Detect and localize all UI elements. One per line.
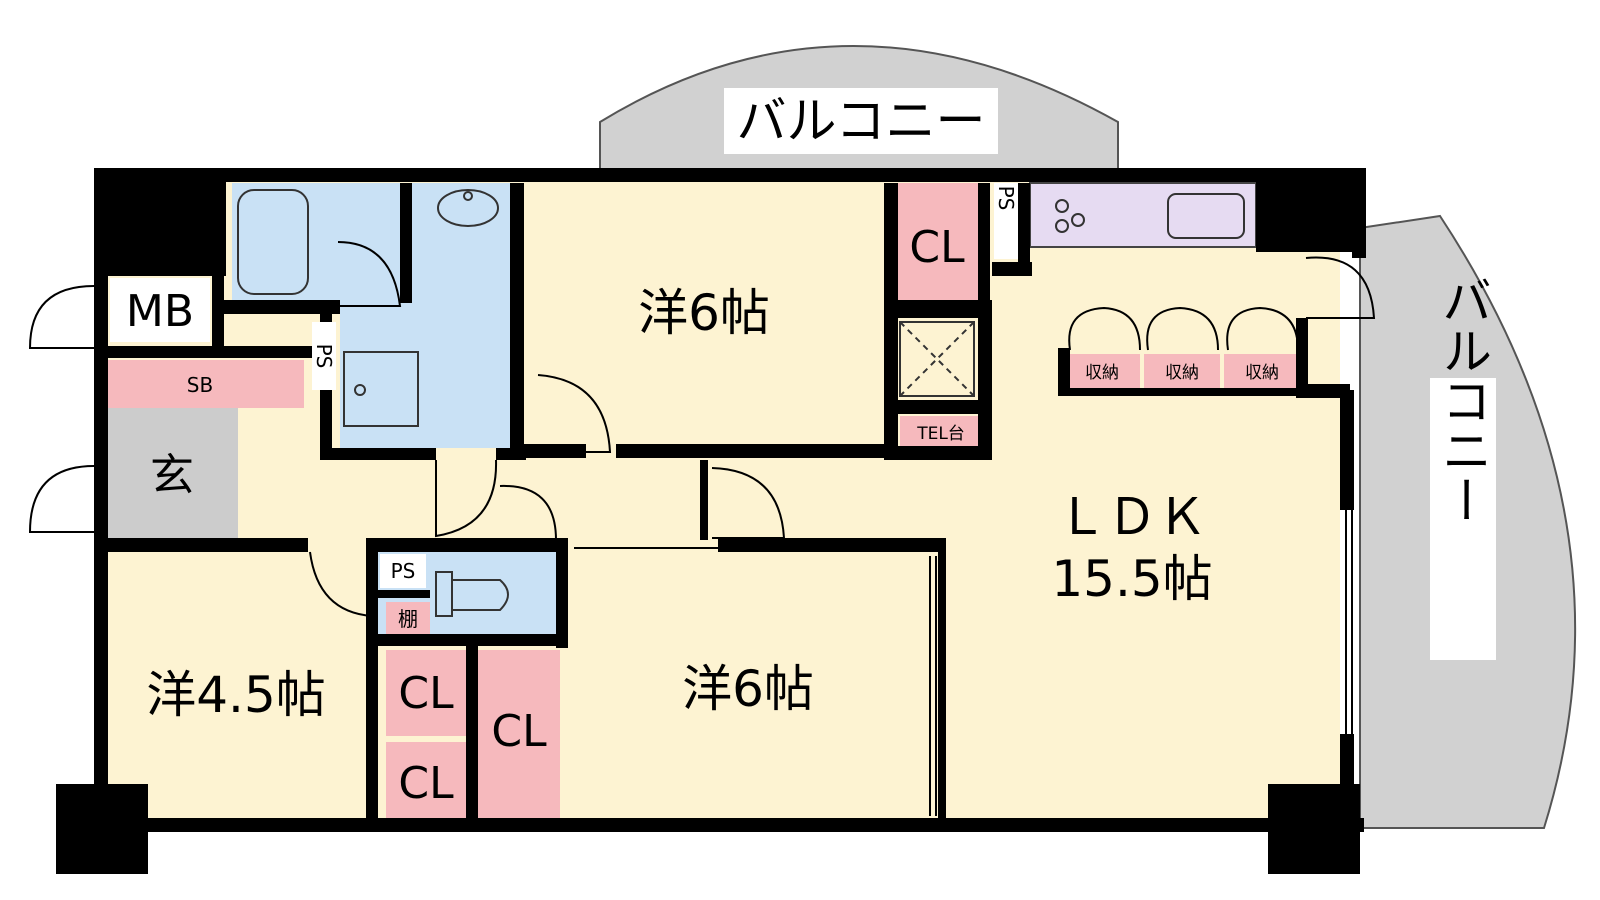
doors [28, 241, 1376, 617]
floor-genkan [108, 408, 238, 538]
balcony-top-label-bg [724, 88, 998, 154]
balcony-top-label: バルコニー [737, 92, 986, 150]
ps-top-left-label: PS [312, 344, 336, 369]
mb-label: MB [126, 286, 194, 337]
closet-left-upper [386, 650, 466, 736]
tana-shelf [386, 602, 430, 634]
balcony-right-label-bg [1430, 378, 1496, 660]
ps-top-left-box [312, 322, 336, 390]
tel-stand [900, 416, 982, 448]
storage-2 [1144, 354, 1220, 388]
storage-1 [1064, 354, 1140, 388]
storage-3-label: 収納 [1245, 363, 1279, 383]
closet-top [896, 183, 978, 305]
walls [56, 168, 1366, 874]
balcony-right-label: バルコニー [1434, 275, 1492, 525]
closet-left-lower [386, 742, 466, 820]
fixtures [237, 189, 1245, 617]
ldk-size-label: 15.5帖 [1051, 550, 1212, 608]
storage-1-label: 収納 [1085, 363, 1119, 383]
ps-toilet-box [380, 554, 426, 588]
floor-washroom [340, 183, 510, 448]
ps-toilet-label: PS [391, 559, 416, 583]
mb-box [110, 278, 210, 342]
ps-top-right-box [994, 183, 1018, 259]
room-top-label: 洋6帖 [638, 284, 770, 342]
sb-label: SB [187, 373, 213, 397]
cl-top-label: CL [909, 222, 965, 273]
tana-label: 棚 [398, 607, 418, 631]
storage-3 [1224, 354, 1300, 388]
shoe-box [108, 360, 304, 408]
closet-mid [478, 650, 560, 820]
cl-left-upper-label: CL [398, 668, 454, 719]
ldk-name-label: ＬＤＫ [1057, 488, 1207, 546]
storage-2-label: 収納 [1165, 363, 1199, 383]
cl-left-lower-label: CL [398, 758, 454, 809]
genkan-label: 玄 [150, 450, 194, 501]
windows [99, 173, 1353, 816]
cl-mid-label: CL [491, 706, 547, 757]
room-bottom-mid-label: 洋6帖 [682, 660, 814, 718]
room-bottom-left-label: 洋4.5帖 [146, 666, 326, 724]
ps-top-right-label: PS [994, 186, 1018, 211]
tel-stand-label: TEL台 [916, 424, 965, 444]
